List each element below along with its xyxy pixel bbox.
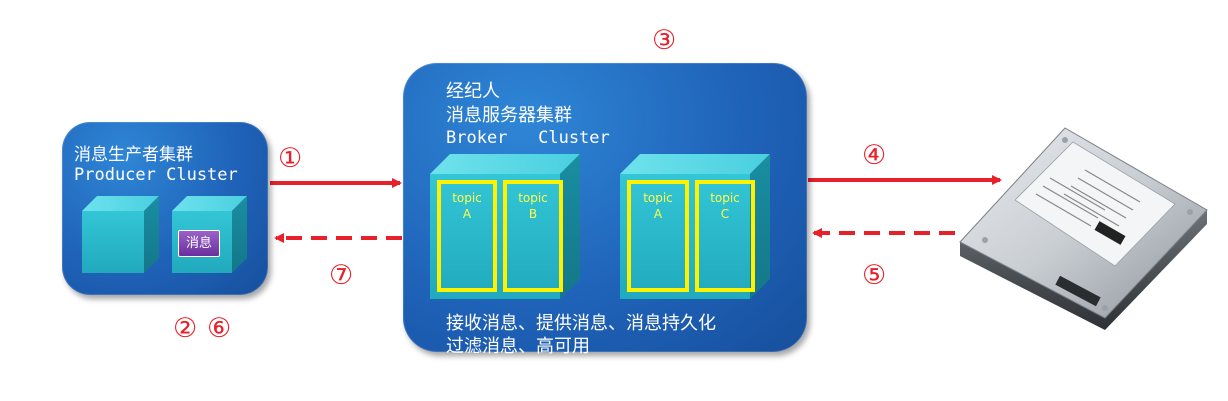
broker-title-line2: 消息服务器集群	[446, 105, 572, 126]
topic-partition: C	[720, 207, 730, 221]
message-block: 消息	[178, 230, 220, 257]
topic-label: topic	[643, 191, 673, 205]
broker-footer-line1: 接收消息、提供消息、消息持久化	[446, 313, 716, 334]
topic-partition: B	[528, 207, 538, 221]
topic-partition: A	[462, 207, 472, 221]
topic-box: topic B	[503, 180, 563, 292]
step-6-marker: ⑥	[207, 313, 232, 344]
broker-title-line1: 经纪人	[446, 81, 500, 102]
producer-title-cn: 消息生产者集群	[74, 145, 193, 165]
hard-disk-drive-icon	[959, 127, 1208, 330]
topic-label: topic	[452, 191, 482, 205]
step-3-marker: ③	[652, 25, 677, 56]
topic-partition: A	[653, 207, 663, 221]
step-1-marker: ①	[278, 143, 303, 174]
step-2-marker: ②	[173, 313, 198, 344]
step-4-marker: ④	[862, 140, 887, 171]
topic-label: topic	[710, 191, 740, 205]
topic-label: topic	[518, 191, 548, 205]
producer-title-en: Producer Cluster	[74, 165, 238, 185]
step-7-marker: ⑦	[329, 260, 354, 291]
step-5-marker: ⑤	[862, 260, 887, 291]
producer-cube-1	[82, 196, 162, 276]
topic-box: topic A	[627, 180, 689, 292]
broker-title-en: Broker Cluster	[446, 128, 610, 148]
topic-box: topic C	[695, 180, 755, 292]
topic-box: topic A	[437, 180, 497, 292]
broker-footer-line2: 过滤消息、高可用	[446, 336, 590, 357]
